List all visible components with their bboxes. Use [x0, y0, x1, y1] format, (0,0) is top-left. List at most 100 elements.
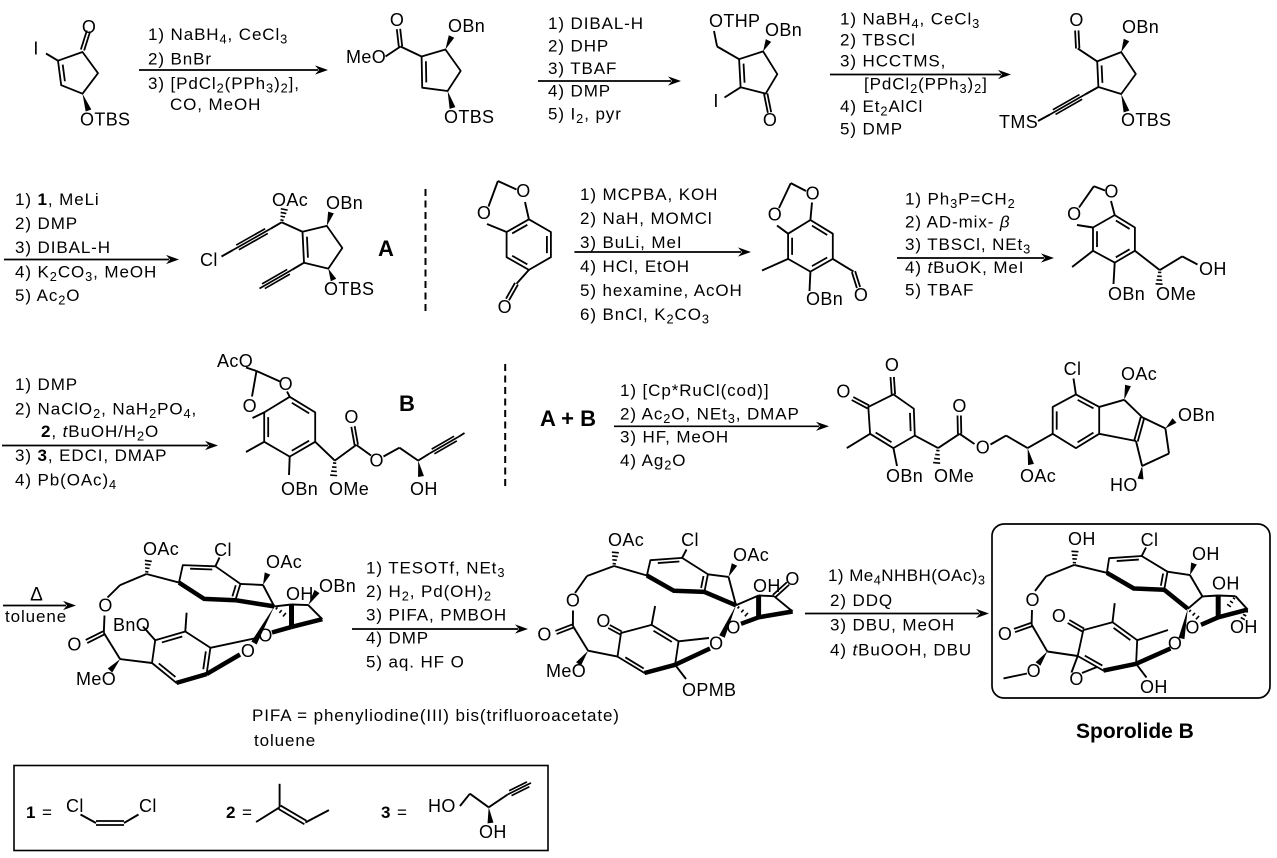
- svg-text:Cl: Cl: [200, 250, 218, 270]
- svg-text:OBn: OBn: [1122, 17, 1159, 37]
- svg-text:OH: OH: [286, 584, 314, 604]
- svg-text:OH: OH: [1230, 617, 1258, 637]
- svg-text:O: O: [516, 181, 530, 201]
- svg-text:PIFA = phenyliodine(III) bis(t: PIFA = phenyliodine(III) bis(trifluoroac…: [252, 706, 620, 725]
- svg-text:O: O: [67, 635, 81, 655]
- svg-text:O: O: [1168, 633, 1182, 653]
- svg-text:4) tBuOOH, DBU: 4) tBuOOH, DBU: [830, 641, 972, 660]
- svg-text:OAc: OAc: [1020, 466, 1056, 486]
- svg-text:2) DDQ: 2) DDQ: [830, 591, 893, 610]
- svg-text:3) HCCTMS,: 3) HCCTMS,: [840, 52, 946, 71]
- svg-text:2 =: 2 =: [226, 803, 253, 822]
- svg-text:1) 1, MeLi: 1) 1, MeLi: [15, 190, 100, 209]
- svg-text:HO: HO: [428, 796, 456, 816]
- svg-text:O: O: [1069, 669, 1083, 689]
- svg-text:OPMB: OPMB: [682, 680, 736, 700]
- svg-text:4) Et2AlCl: 4) Et2AlCl: [840, 97, 923, 119]
- svg-text:1) DIBAL-H: 1) DIBAL-H: [548, 14, 644, 33]
- svg-text:OMe: OMe: [329, 479, 369, 499]
- svg-text:OTBS: OTBS: [80, 110, 130, 130]
- svg-text:Cl: Cl: [1141, 530, 1159, 550]
- svg-text:3) TBSCl, NEt3: 3) TBSCl, NEt3: [905, 235, 1031, 257]
- svg-text:2) TBSCl: 2) TBSCl: [840, 31, 916, 50]
- svg-text:4) DMP: 4) DMP: [548, 82, 611, 101]
- svg-text:4) DMP: 4) DMP: [366, 629, 429, 648]
- svg-text:OH: OH: [479, 822, 507, 842]
- svg-text:O: O: [1052, 606, 1066, 626]
- svg-text:OAc: OAc: [272, 190, 308, 210]
- svg-text:O: O: [241, 641, 255, 661]
- svg-text:B: B: [399, 391, 415, 416]
- svg-text:Cl: Cl: [1064, 359, 1082, 379]
- svg-text:O: O: [82, 17, 96, 37]
- svg-text:OBn: OBn: [1178, 405, 1215, 425]
- svg-text:3) BuLi, MeI: 3) BuLi, MeI: [580, 233, 682, 252]
- svg-text:2) NaClO2, NaH2PO4,: 2) NaClO2, NaH2PO4,: [15, 400, 197, 422]
- svg-text:3) PIFA, PMBOH: 3) PIFA, PMBOH: [366, 606, 507, 625]
- svg-text:O: O: [566, 591, 580, 611]
- svg-text:1) NaBH4, CeCl3: 1) NaBH4, CeCl3: [148, 25, 288, 47]
- svg-text:O: O: [1104, 182, 1118, 202]
- svg-text:2) AD-mix- β: 2) AD-mix- β: [905, 213, 1011, 232]
- svg-text:I: I: [713, 91, 718, 111]
- svg-text:OAc: OAc: [733, 545, 769, 565]
- svg-text:OAc: OAc: [1121, 364, 1157, 384]
- svg-text:OTBS: OTBS: [324, 279, 374, 299]
- svg-text:5) Ac2O: 5) Ac2O: [15, 286, 80, 308]
- svg-text:OAc: OAc: [608, 530, 644, 550]
- svg-text:OBn: OBn: [319, 576, 356, 596]
- svg-text:OBn: OBn: [448, 16, 485, 36]
- svg-text:OH: OH: [1068, 529, 1096, 549]
- svg-text:O: O: [1069, 10, 1083, 30]
- svg-text:AcO: AcO: [217, 351, 253, 371]
- svg-text:OH: OH: [1199, 259, 1227, 279]
- svg-text:2) DHP: 2) DHP: [548, 37, 609, 56]
- svg-text:OH: OH: [1212, 574, 1240, 594]
- svg-text:MeO: MeO: [346, 47, 386, 67]
- svg-text:O: O: [709, 633, 723, 653]
- svg-text:O: O: [836, 382, 850, 402]
- svg-text:5) aq. HF O: 5) aq. HF O: [366, 653, 465, 672]
- svg-text:toluene: toluene: [254, 731, 316, 750]
- svg-text:OTBS: OTBS: [444, 107, 494, 127]
- svg-text:O: O: [98, 596, 112, 616]
- svg-text:OAc: OAc: [143, 539, 179, 559]
- svg-text:OAc: OAc: [266, 552, 302, 572]
- svg-text:toluene: toluene: [5, 607, 67, 626]
- svg-text:3) HF, MeOH: 3) HF, MeOH: [620, 428, 729, 447]
- svg-text:BnO: BnO: [113, 615, 150, 635]
- svg-text:1) Ph3P=CH2: 1) Ph3P=CH2: [905, 190, 1016, 212]
- svg-text:Cl: Cl: [139, 796, 157, 816]
- svg-text:2) NaH, MOMCl: 2) NaH, MOMCl: [580, 209, 713, 228]
- svg-text:Sporolide B: Sporolide B: [1076, 720, 1194, 743]
- svg-text:O: O: [390, 10, 404, 30]
- svg-text:2) H2, Pd(OH)2: 2) H2, Pd(OH)2: [366, 582, 492, 604]
- svg-text:1) Me4NHBH(OAc)3: 1) Me4NHBH(OAc)3: [828, 566, 985, 588]
- svg-text:[PdCl2(PPh3)2]: [PdCl2(PPh3)2]: [864, 75, 988, 97]
- svg-text:O: O: [279, 374, 293, 394]
- svg-text:OH: OH: [753, 576, 781, 596]
- svg-text:1 =: 1 =: [26, 803, 53, 822]
- svg-text:O: O: [806, 184, 820, 204]
- svg-text:O: O: [596, 611, 610, 631]
- svg-text:3) DBU, MeOH: 3) DBU, MeOH: [830, 616, 955, 635]
- svg-text:1) DMP: 1) DMP: [15, 375, 78, 394]
- svg-text:O: O: [1067, 204, 1081, 224]
- svg-text:O: O: [768, 205, 782, 225]
- svg-text:O: O: [763, 110, 777, 130]
- svg-text:2, tBuOH/H2O: 2, tBuOH/H2O: [41, 422, 159, 444]
- svg-text:3) DIBAL-H: 3) DIBAL-H: [15, 238, 111, 257]
- svg-text:A + B: A + B: [540, 406, 596, 431]
- svg-text:2) BnBr: 2) BnBr: [148, 50, 212, 69]
- svg-text:OH: OH: [1192, 544, 1220, 564]
- svg-text:CO, MeOH: CO, MeOH: [170, 95, 261, 114]
- svg-text:4) HCl, EtOH: 4) HCl, EtOH: [580, 257, 690, 276]
- svg-text:5) DMP: 5) DMP: [840, 120, 903, 139]
- svg-text:Cl: Cl: [681, 530, 699, 550]
- svg-text:3) [PdCl2(PPh3)2],: 3) [PdCl2(PPh3)2],: [148, 74, 300, 96]
- svg-text:OH: OH: [1140, 677, 1168, 697]
- svg-text:HO: HO: [1110, 475, 1138, 495]
- svg-text:OBn: OBn: [1108, 284, 1145, 304]
- svg-text:O: O: [344, 407, 358, 427]
- svg-text:OBn: OBn: [806, 289, 843, 309]
